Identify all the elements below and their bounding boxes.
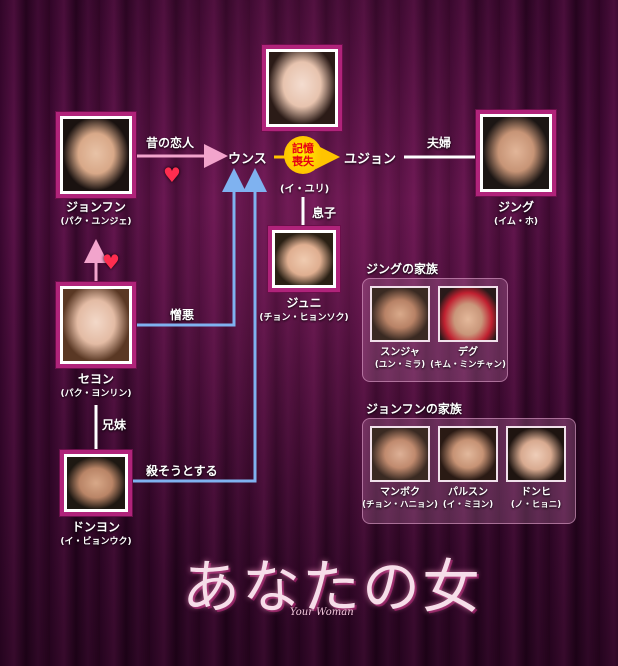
manbok-actor: (チョン・ハニョン) (362, 500, 438, 510)
juni-photo (268, 226, 340, 292)
label-married: 夫婦 (427, 136, 452, 150)
juni-name-block: ジュニ (チョン・ヒョンソク) (244, 296, 364, 326)
jonfun-name-block: ジョンフン (パク・ユンジェ) (36, 200, 156, 230)
amnesia-badge-line1: 記憶 (292, 142, 314, 155)
seyon-name: セヨン (77, 372, 114, 386)
degu-name-block: デグ (キム・ミンチャン) (428, 346, 508, 372)
yujon-name: ユジョン (344, 152, 397, 167)
jonfun-photo (56, 112, 136, 198)
juni-actor: (チョン・ヒョンソク) (259, 313, 349, 323)
donhi-actor: (ノ・ヒョニ) (510, 500, 562, 510)
label-past-lover: 昔の恋人 (146, 136, 195, 150)
seyon-photo (56, 282, 136, 368)
unsu-name: ウンス (228, 152, 267, 167)
donhi-photo (506, 426, 566, 482)
jingu-photo (476, 110, 556, 196)
unsu-photo (262, 45, 342, 131)
jingu-actor: (イム・ホ) (493, 217, 539, 227)
sunja-photo (370, 286, 430, 342)
degu-photo (438, 286, 498, 342)
juni-name: ジュニ (286, 296, 322, 310)
label-siblings: 兄妹 (102, 418, 127, 432)
seyon-actor: (パク・ヨンリン) (60, 389, 132, 399)
unsu-actor: (イ・ユリ) (280, 184, 330, 195)
title-logo: あなたの女 (182, 553, 483, 621)
parusun-name: パルスン (448, 487, 488, 498)
jingu-name: ジング (497, 200, 534, 214)
sunja-name: スンジャ (380, 347, 420, 358)
label-son: 息子 (312, 206, 337, 220)
donyon-actor: (イ・ビョンウク) (60, 537, 132, 547)
jonfun-actor: (パク・ユンジェ) (60, 217, 132, 227)
jingu-name-block: ジング (イム・ホ) (456, 200, 576, 230)
donhi-name-block: ドンヒ (ノ・ヒョニ) (496, 486, 576, 512)
jonfun-family-title: ジョンフンの家族 (366, 402, 462, 416)
label-hatred: 憎悪 (170, 308, 195, 322)
sunja-name-block: スンジャ (ユン・ミラ) (360, 346, 440, 372)
title-logo-subtitle: Your Woman (290, 607, 354, 618)
seyon-name-block: セヨン (パク・ヨンリン) (36, 372, 156, 402)
donyon-photo (60, 450, 132, 516)
parusun-photo (438, 426, 498, 482)
amnesia-badge-line2: 喪失 (292, 155, 314, 168)
donyon-name: ドンヨン (71, 520, 120, 534)
amnesia-badge: 記憶 喪失 (284, 136, 322, 174)
degu-name: デグ (458, 347, 478, 358)
label-attempted-murder: 殺そうとする (146, 464, 218, 478)
arrow-attempted-murder (130, 168, 267, 483)
manbok-photo (370, 426, 430, 482)
donyon-name-block: ドンヨン (イ・ビョンウク) (36, 520, 156, 550)
jingu-family-title: ジングの家族 (366, 262, 439, 276)
parusun-name-block: パルスン (イ・ミヨン) (428, 486, 508, 512)
sunja-actor: (ユン・ミラ) (374, 360, 426, 370)
manbok-name-block: マンボク (チョン・ハニョン) (355, 486, 445, 512)
degu-actor: (キム・ミンチャン) (430, 360, 506, 370)
heart-icon: ♥ (163, 163, 181, 187)
jonfun-name: ジョンフン (66, 200, 126, 214)
parusun-actor: (イ・ミヨン) (442, 500, 494, 510)
manbok-name: マンボク (380, 487, 420, 498)
donhi-name: ドンヒ (521, 487, 551, 498)
arrow-hatred (136, 168, 246, 327)
heart-icon: ♥ (102, 250, 120, 274)
